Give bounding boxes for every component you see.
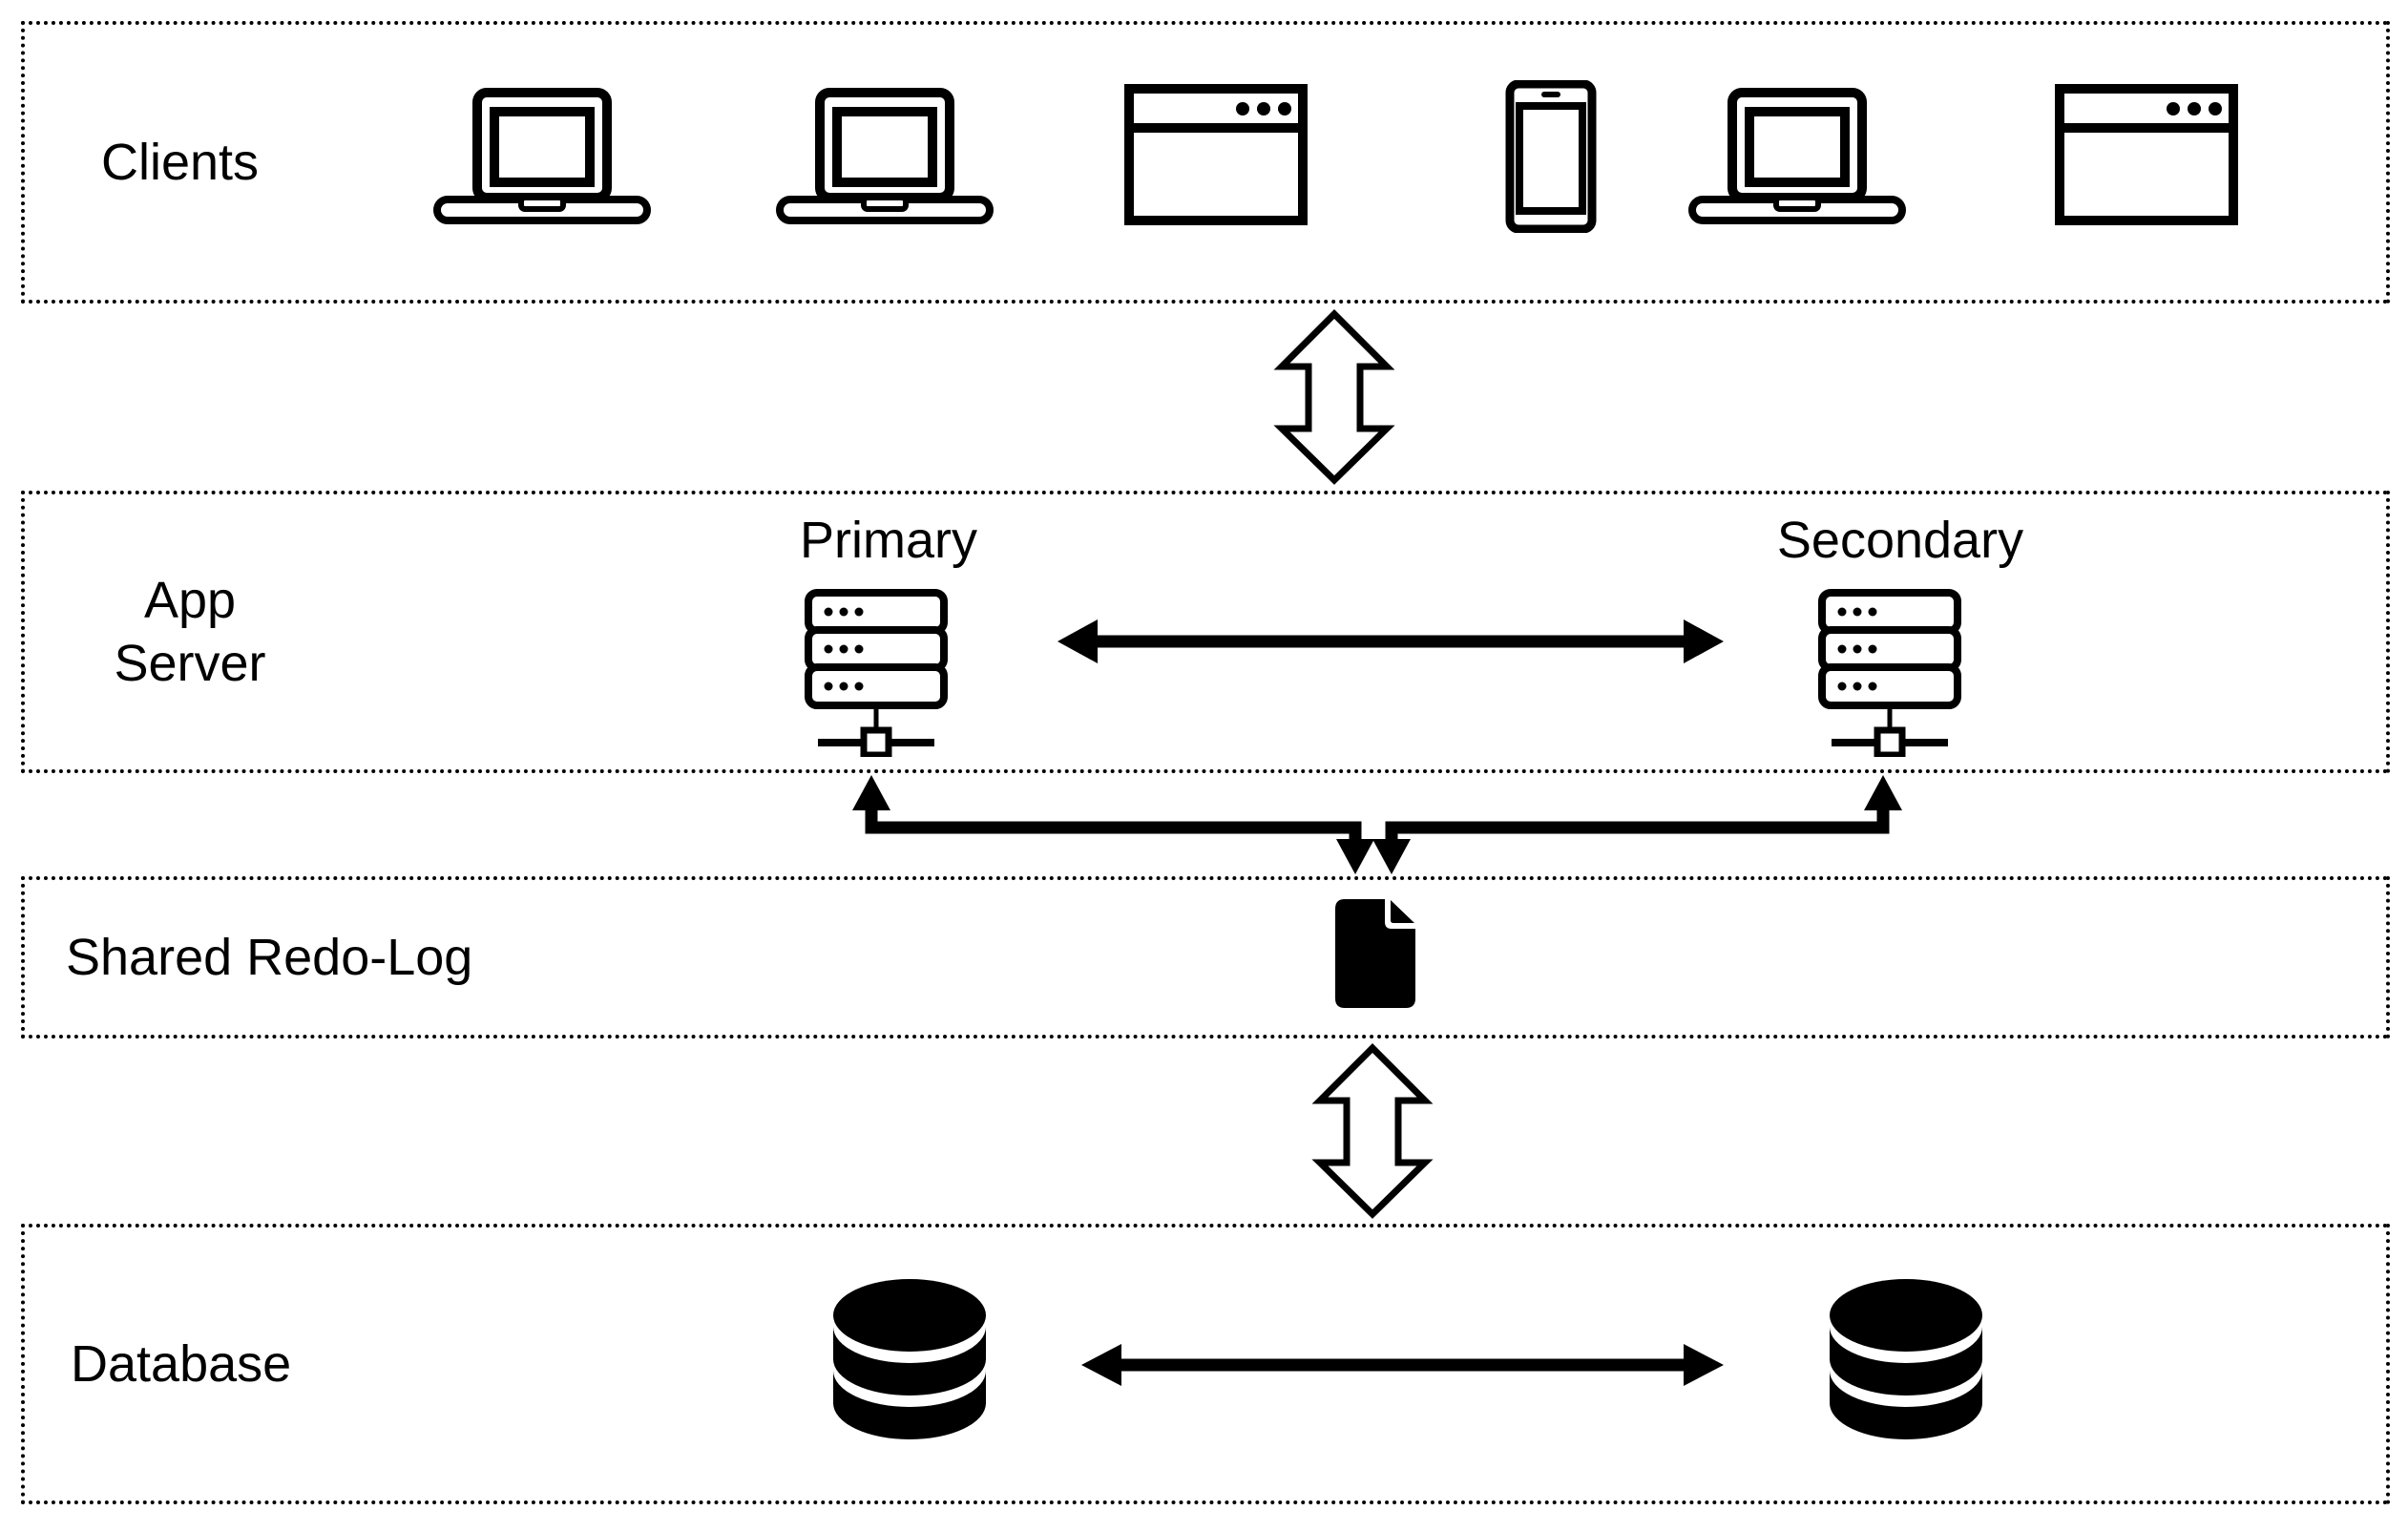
app-server-label-line1: App	[143, 572, 237, 629]
app-server-label-line2: Server	[114, 635, 266, 692]
database-band: Database	[21, 1224, 2390, 1504]
secondary-server-label: Secondary	[1776, 512, 2024, 569]
laptop-icon	[1688, 88, 1906, 224]
database-cylinder-icon	[1830, 1279, 1982, 1439]
clients-label: Clients	[101, 134, 260, 191]
clients-appserver-hollow-double-arrow	[1273, 309, 1395, 485]
redolog-database-hollow-double-arrow	[1311, 1043, 1434, 1219]
app-server-label: App Server	[32, 569, 347, 695]
shared-redo-log-band: Shared Redo-Log	[21, 876, 2390, 1039]
browser-window-icon	[1124, 84, 1308, 225]
log-document-icon	[1335, 899, 1415, 1008]
server-rack-icon-secondary	[1818, 589, 1961, 757]
app-server-band: App Server Primary Secondary	[21, 491, 2390, 773]
laptop-icon	[776, 88, 994, 224]
primary-server-label: Primary	[800, 512, 977, 569]
laptop-icon	[433, 88, 651, 224]
shared-redo-log-label: Shared Redo-Log	[66, 929, 473, 986]
browser-window-icon	[2055, 84, 2238, 225]
database-cylinder-icon	[833, 1279, 986, 1439]
server-rack-icon-primary	[805, 589, 948, 757]
primary-redolog-connector	[852, 775, 1374, 874]
database-label: Database	[71, 1335, 292, 1393]
clients-band: Clients	[21, 21, 2390, 304]
smartphone-icon	[1505, 80, 1597, 233]
secondary-redolog-connector	[1372, 775, 1902, 874]
